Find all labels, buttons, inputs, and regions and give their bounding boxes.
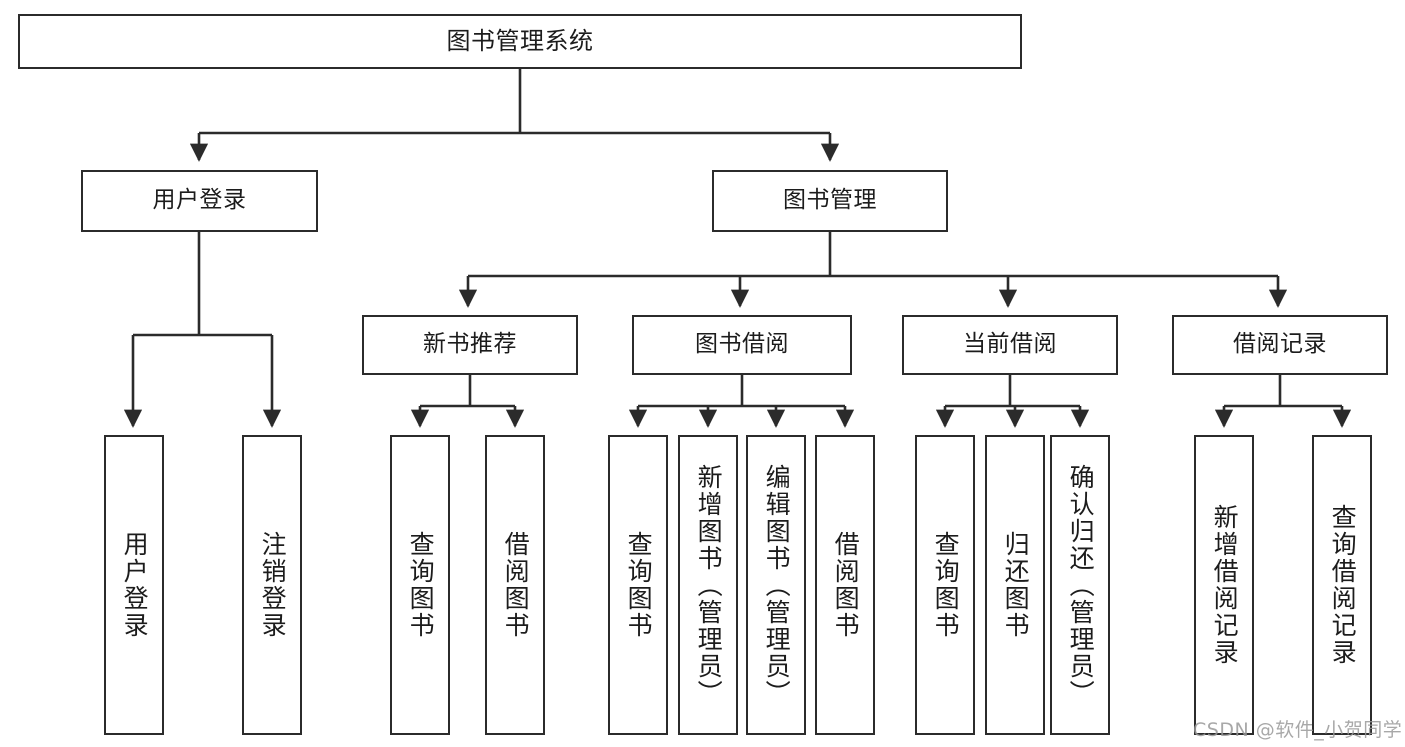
connector-book-management bbox=[458, 232, 1288, 308]
node-leaf-query-book-rec-label: 查询图书 bbox=[406, 531, 436, 639]
node-leaf-confirm-return-label: 确认归还（管理员） bbox=[1066, 463, 1096, 707]
node-leaf-query-record-label: 查询借阅记录 bbox=[1328, 504, 1358, 666]
node-leaf-add-record[interactable]: 新增借阅记录 bbox=[1194, 435, 1254, 735]
node-book-borrow[interactable]: 图书借阅 bbox=[632, 315, 852, 375]
node-leaf-borrow-book-rec[interactable]: 借阅图书 bbox=[485, 435, 545, 735]
node-leaf-query-book-borrow-label: 查询图书 bbox=[624, 531, 654, 639]
node-book-borrow-label: 图书借阅 bbox=[695, 331, 789, 358]
watermark: CSDN @软件_小贺同学 bbox=[1193, 719, 1403, 741]
node-leaf-user-login-label: 用户登录 bbox=[120, 531, 150, 639]
node-user-login-label: 用户登录 bbox=[152, 187, 247, 214]
node-book-management-label: 图书管理 bbox=[783, 187, 877, 214]
node-leaf-edit-book-label: 编辑图书（管理员） bbox=[762, 463, 792, 707]
node-leaf-borrow-book-label: 借阅图书 bbox=[831, 531, 861, 639]
node-current-borrow-label: 当前借阅 bbox=[963, 331, 1057, 358]
node-leaf-edit-book[interactable]: 编辑图书（管理员） bbox=[746, 435, 806, 735]
node-leaf-borrow-book[interactable]: 借阅图书 bbox=[815, 435, 875, 735]
node-leaf-return-book[interactable]: 归还图书 bbox=[985, 435, 1045, 735]
connector-root bbox=[189, 69, 840, 162]
node-leaf-borrow-book-rec-label: 借阅图书 bbox=[501, 531, 531, 639]
connector-user-login bbox=[123, 232, 282, 428]
connector-book-borrow bbox=[628, 375, 855, 428]
node-leaf-return-book-label: 归还图书 bbox=[1001, 531, 1031, 639]
node-leaf-add-book-label: 新增图书（管理员） bbox=[694, 463, 724, 707]
node-new-book-recommend[interactable]: 新书推荐 bbox=[362, 315, 578, 375]
node-new-book-recommend-label: 新书推荐 bbox=[423, 331, 517, 358]
node-leaf-confirm-return[interactable]: 确认归还（管理员） bbox=[1050, 435, 1110, 735]
node-user-login[interactable]: 用户登录 bbox=[81, 170, 318, 232]
node-root-label: 图书管理系统 bbox=[446, 27, 594, 56]
node-root[interactable]: 图书管理系统 bbox=[18, 14, 1022, 69]
node-leaf-add-book[interactable]: 新增图书（管理员） bbox=[678, 435, 738, 735]
node-leaf-query-book-rec[interactable]: 查询图书 bbox=[390, 435, 450, 735]
node-borrow-record-label: 借阅记录 bbox=[1233, 331, 1327, 358]
node-leaf-query-book-borrow[interactable]: 查询图书 bbox=[608, 435, 668, 735]
node-leaf-user-logout[interactable]: 注销登录 bbox=[242, 435, 302, 735]
node-leaf-add-record-label: 新增借阅记录 bbox=[1210, 504, 1240, 666]
node-leaf-query-book-current[interactable]: 查询图书 bbox=[915, 435, 975, 735]
node-leaf-query-book-current-label: 查询图书 bbox=[931, 531, 961, 639]
node-leaf-user-login[interactable]: 用户登录 bbox=[104, 435, 164, 735]
node-leaf-query-record[interactable]: 查询借阅记录 bbox=[1312, 435, 1372, 735]
node-book-management[interactable]: 图书管理 bbox=[712, 170, 948, 232]
connector-current-borrow bbox=[935, 375, 1090, 428]
node-leaf-user-logout-label: 注销登录 bbox=[258, 531, 288, 639]
node-current-borrow[interactable]: 当前借阅 bbox=[902, 315, 1118, 375]
node-borrow-record[interactable]: 借阅记录 bbox=[1172, 315, 1388, 375]
connector-borrow-record bbox=[1214, 375, 1352, 428]
connector-new-book-recommend bbox=[410, 375, 525, 428]
